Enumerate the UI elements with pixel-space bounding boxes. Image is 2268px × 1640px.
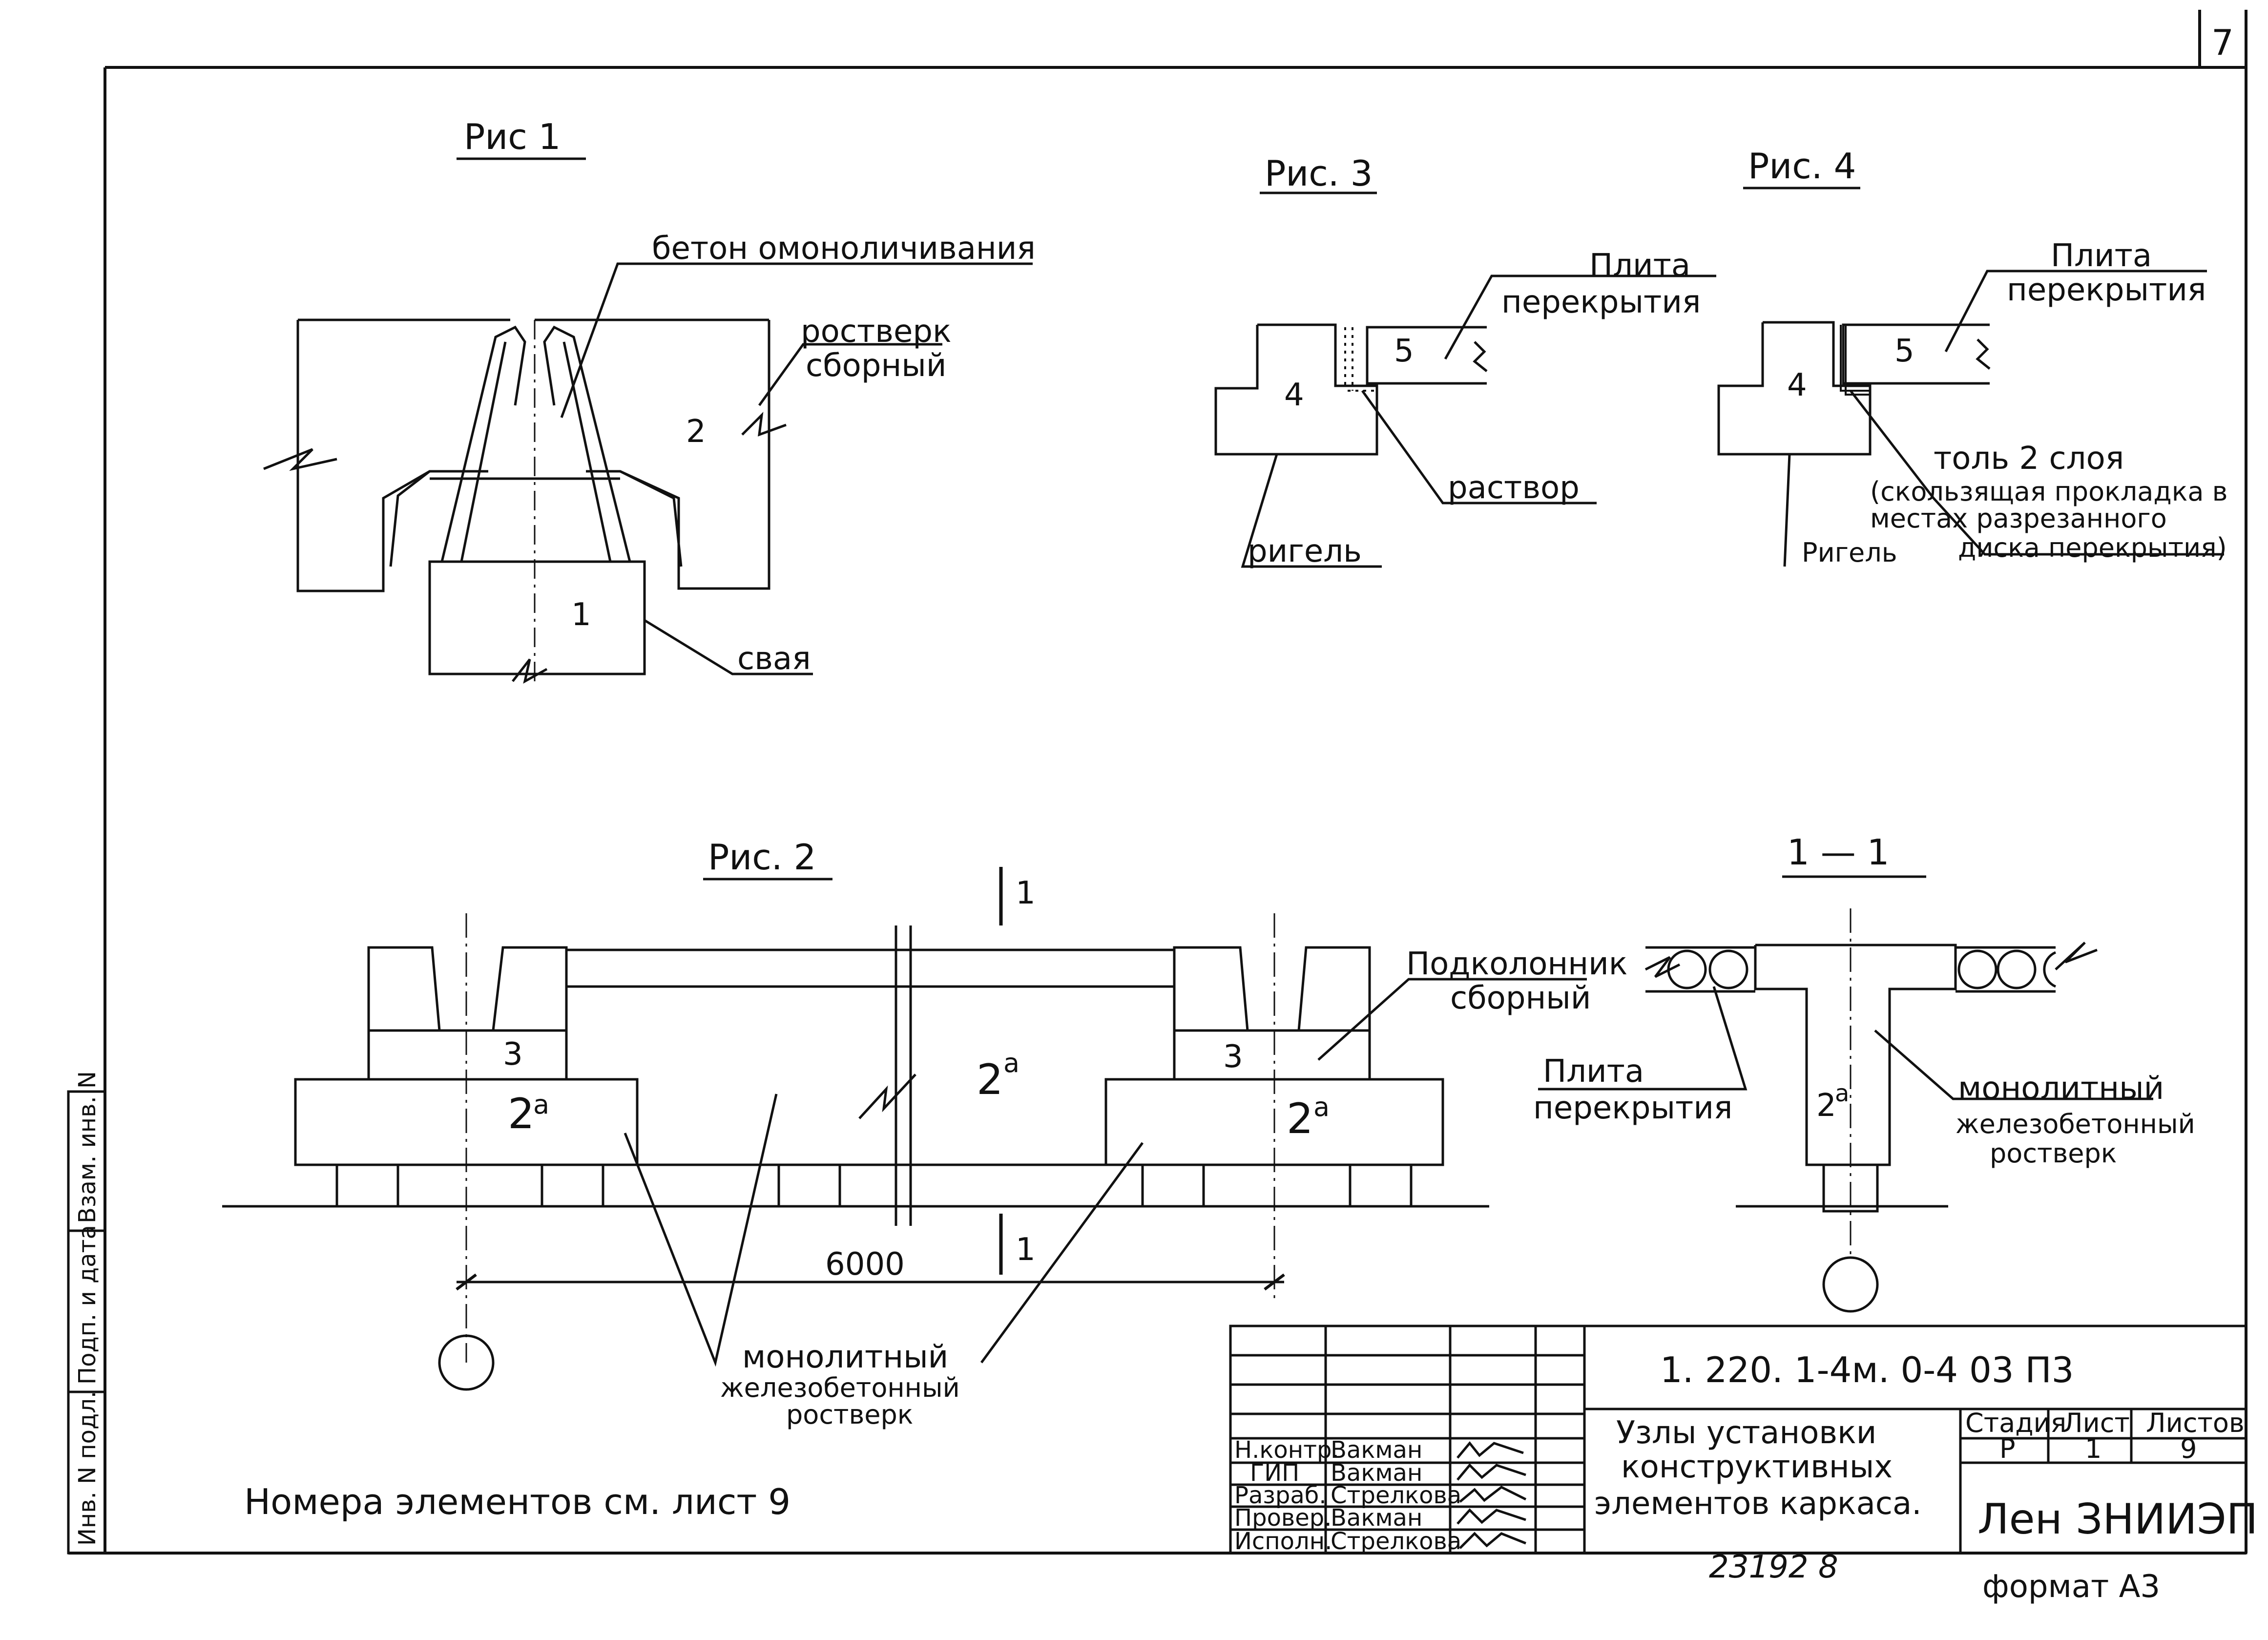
sheets-value: 9 [2180, 1433, 2197, 1464]
fig2: Рис. 2 [222, 837, 1587, 1391]
fig3-num-5: 5 [1394, 333, 1414, 369]
fig4-label-slab-1: Плита [2051, 238, 2152, 274]
pile [428, 560, 646, 675]
fig3-label-girder: ригель [1248, 533, 1362, 569]
fig4-label-girder: Ригель [1802, 537, 1897, 568]
fig4-label-roof-4: диска перекрытия) [1958, 532, 2227, 563]
name-1: Вакман [1331, 1459, 1422, 1487]
fig2-label-mono-3: ростверк [786, 1399, 913, 1430]
fig3-label-mortar: раствор [1448, 470, 1580, 506]
drawing-title-3: элементов каркаса. [1594, 1486, 1922, 1522]
name-0: Вакман [1331, 1436, 1422, 1464]
role-2: Разраб. [1234, 1482, 1327, 1509]
fig1-label-rostverk-2: сборный [806, 348, 946, 384]
section-1-1-label-slab-2: перекрытия [1533, 1090, 1732, 1126]
fig1-num-1: 1 [571, 597, 591, 633]
fig1-num-2: 2 [686, 414, 706, 450]
fig2-dimension: 6000 [825, 1246, 905, 1283]
side-stamp-sign-date: Подп. и дата [74, 1225, 101, 1385]
fig2-sup-a-middle: а [1003, 1048, 1020, 1078]
role-1: ГИП [1250, 1459, 1299, 1487]
format: формат А3 [1982, 1569, 2160, 1605]
axis-marker-right [1822, 1256, 1879, 1313]
drawing-title-1: Узлы установки [1616, 1415, 1876, 1451]
bottom-number: 23192 8 [1709, 1549, 1838, 1585]
section-1-1-label-mono-1: монолитный [1958, 1071, 2164, 1107]
stage-value: Р [1999, 1433, 2016, 1464]
fig2-sup-a-left: а [533, 1089, 549, 1120]
section-1-1-num: 2 [1816, 1088, 1836, 1124]
fig2-label-mono-2: железобетонный [720, 1372, 960, 1403]
fig1-label-pile: свая [737, 641, 811, 677]
fig2-sup-a-right: а [1313, 1092, 1330, 1122]
fig2-label-subcolumn-2: сборный [1450, 980, 1591, 1016]
col-sheets: Листов [2146, 1408, 2245, 1438]
fig4-num-4: 4 [1787, 367, 1807, 403]
role-0: Н.контр. [1234, 1436, 1339, 1464]
fig1-label-concrete: бетон омоноличивания [652, 231, 1036, 267]
drawing-title-2: конструктивных [1621, 1449, 1893, 1485]
sheet-value: 1 [2085, 1433, 2102, 1464]
fig4-num-5: 5 [1894, 333, 1914, 369]
organization: Лен ЗНИИЭП [1977, 1495, 2258, 1544]
fig1-label-rostverk-1: ростверк [801, 314, 952, 350]
fig2-num-2a-right: 2 [1287, 1094, 1313, 1143]
fig3-label-slab-1: Плита [1589, 248, 1690, 284]
fig2-num-3-left: 3 [503, 1036, 523, 1072]
sheet-number: 7 [2211, 22, 2234, 63]
fig2-label-subcolumn-1: Подколонник [1406, 946, 1627, 982]
fig2-label-mono-1: монолитный [742, 1339, 948, 1375]
fig3-num-4: 4 [1284, 377, 1304, 413]
fig1: Рис 1 [263, 116, 1033, 684]
side-stamp [67, 1090, 106, 1555]
fig2-section-mark-bottom: 1 [1016, 1232, 1036, 1268]
section-1-1: 1 — 1 [1538, 832, 2153, 1313]
side-stamp-inv-orig: Инв. N подл. [74, 1391, 101, 1546]
fig4-label-roof-2: (скользящая прокладка в [1870, 476, 2227, 507]
doc-code: 1. 220. 1-4м. 0-4 03 П3 [1660, 1349, 2074, 1390]
fig1-title: Рис 1 [464, 116, 561, 157]
section-1-1-label-mono-3: ростверк [1990, 1138, 2117, 1169]
role-3: Провер. [1234, 1504, 1332, 1532]
axis-marker-left [438, 1334, 495, 1391]
fig2-section-mark-top: 1 [1016, 875, 1036, 911]
fig3-label-slab-2: перекрытия [1501, 284, 1701, 320]
fig2-num-3-right: 3 [1223, 1039, 1243, 1075]
section-1-1-title: 1 — 1 [1787, 832, 1889, 873]
fig4: Рис. 4 [1717, 146, 2224, 567]
role-4: Исполн. [1234, 1528, 1332, 1555]
fig4-label-roof-1: толь 2 слоя [1934, 441, 2124, 477]
section-1-1-sup: а [1835, 1080, 1849, 1107]
note-element-numbers: Номера элементов см. лист 9 [244, 1481, 791, 1522]
section-1-1-label-mono-2: железобетонный [1956, 1109, 2195, 1139]
name-2: Стрелкова [1331, 1482, 1461, 1509]
title-block [1229, 1325, 2247, 1555]
fig2-num-2a-left: 2 [508, 1090, 535, 1138]
fig3: Рис. 3 [1214, 153, 1716, 568]
fig4-label-slab-2: перекрытия [2007, 272, 2206, 308]
fig2-num-2a-middle: 2 [977, 1055, 1003, 1104]
col-sheet: Лист [2063, 1408, 2130, 1438]
name-4: Стрелкова [1331, 1528, 1461, 1555]
fig3-title: Рис. 3 [1265, 153, 1373, 194]
side-stamp-inv-replace: Взам. инв. N [74, 1071, 101, 1223]
section-1-1-label-slab-1: Плита [1543, 1053, 1644, 1090]
fig2-title: Рис. 2 [708, 837, 816, 878]
fig4-title: Рис. 4 [1748, 146, 1856, 187]
sheet-frame [68, 10, 2247, 1555]
fig4-label-roof-3: местах разрезанного [1870, 503, 2167, 534]
name-3: Вакман [1331, 1504, 1422, 1532]
col-stage: Стадия [1965, 1408, 2066, 1438]
